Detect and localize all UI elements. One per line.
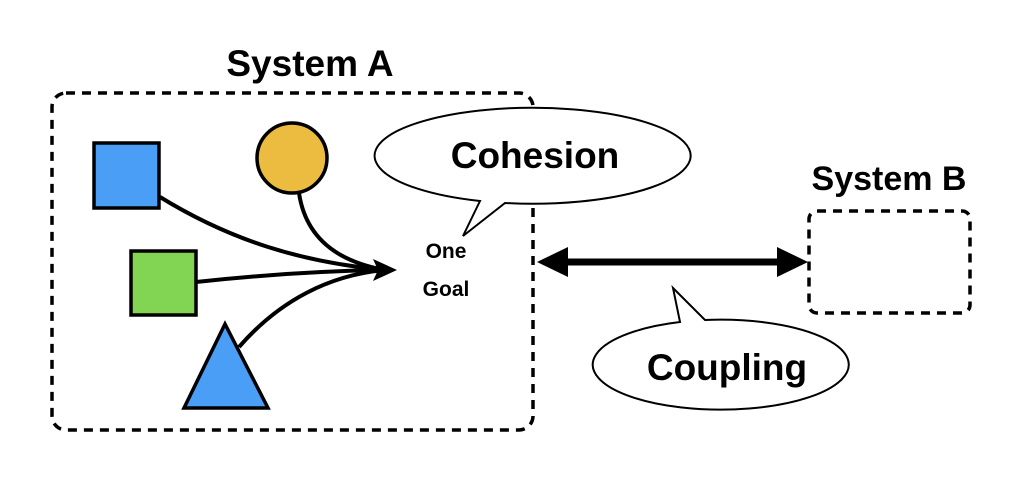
curve-from-blue-square xyxy=(158,195,386,272)
cohesion-bubble-shape xyxy=(373,106,692,237)
blue-square xyxy=(92,141,161,210)
arrowhead-right-icon xyxy=(777,247,808,277)
system-b-title: System B xyxy=(812,160,967,198)
coupling-double-arrow xyxy=(537,247,808,277)
coupling-bubble-shape xyxy=(591,284,850,411)
blue-triangle xyxy=(181,320,271,410)
goal-label-line-2: Goal xyxy=(423,278,470,301)
system-a-title: System A xyxy=(226,43,393,84)
cohesion-label: Cohesion xyxy=(451,135,620,176)
yellow-circle xyxy=(255,121,329,195)
system-b-boundary xyxy=(807,209,972,315)
goal-label-line-1: One xyxy=(426,240,467,263)
arrowhead-left-icon xyxy=(537,247,568,277)
curve-from-yellow-circle xyxy=(297,192,386,272)
coupling-label: Coupling xyxy=(647,347,807,388)
coupling-callout: Coupling xyxy=(591,284,850,411)
green-square xyxy=(129,249,198,317)
goal-arrowhead-icon xyxy=(373,259,397,281)
cohesion-callout: Cohesion xyxy=(373,106,692,237)
cohesion-arrows xyxy=(158,192,386,349)
curve-from-green-square xyxy=(195,268,386,284)
system-a-boundary xyxy=(50,91,535,432)
curve-from-blue-triangle xyxy=(237,268,386,349)
